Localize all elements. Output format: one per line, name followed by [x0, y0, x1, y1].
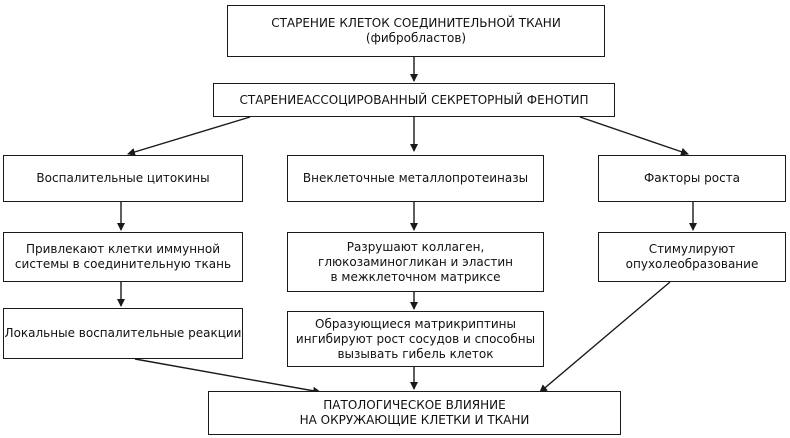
- left-low-box: Локальные воспалительные реакции: [3, 308, 243, 359]
- arrow-sasp-to-right: [579, 116, 689, 156]
- center-mid-box: Разрушают коллаген, глюкозаминогликан и …: [287, 232, 544, 292]
- left-header-box: Воспалительные цитокины: [3, 155, 243, 202]
- right-mid-box: Стимулируют опухолеобразование: [598, 232, 786, 282]
- center-header-box: Внеклеточные металлопротеиназы: [287, 155, 544, 202]
- arrow-right-mid-to-bottom: [539, 281, 671, 393]
- center-low-line1: Образующиеся матрикриптины: [315, 316, 516, 331]
- right-mid-line1: Стимулируют: [648, 242, 736, 256]
- left-header-label: Воспалительные цитокины: [36, 171, 210, 185]
- left-mid-line2: системы в соединительную ткань: [14, 257, 232, 271]
- center-low-box: Образующиеся матрикриптины ингибируют ро…: [287, 311, 544, 367]
- right-header-box: Факторы роста: [598, 155, 786, 202]
- right-header-label: Факторы роста: [643, 171, 741, 185]
- center-mid-line2: глюкозаминогликан и эластин: [318, 254, 513, 269]
- center-low-line3: вызывать гибель клеток: [337, 346, 494, 361]
- bottom-box: ПАТОЛОГИЧЕСКОЕ ВЛИЯНИЕ НА ОКРУЖАЮЩИЕ КЛЕ…: [208, 391, 621, 435]
- top-title: СТАРЕНИЕ КЛЕТОК СОЕДИНИТЕЛЬНОЙ ТКАНИ: [271, 16, 561, 30]
- right-mid-line2: опухолеобразование: [625, 257, 759, 271]
- arrow-sasp-to-left: [127, 116, 251, 156]
- left-low-label: Локальные воспалительные реакции: [4, 326, 242, 340]
- sasp-label: СТАРЕНИЕАССОЦИРОВАННЫЙ СЕКРЕТОРНЫЙ ФЕНОТ…: [239, 92, 589, 107]
- bottom-line1: ПАТОЛОГИЧЕСКОЕ ВЛИЯНИЕ: [323, 398, 506, 412]
- left-mid-box: Привлекают клетки иммунной системы в сое…: [3, 232, 243, 282]
- center-header-label: Внеклеточные металлопротеиназы: [302, 171, 529, 185]
- center-mid-line1: Разрушают коллаген,: [346, 239, 485, 254]
- left-mid-line1: Привлекают клетки иммунной: [25, 242, 221, 256]
- sasp-box: СТАРЕНИЕАССОЦИРОВАННЫЙ СЕКРЕТОРНЫЙ ФЕНОТ…: [213, 83, 615, 117]
- bottom-line2: НА ОКРУЖАЮЩИЕ КЛЕТКИ И ТКАНИ: [299, 413, 530, 427]
- top-box: СТАРЕНИЕ КЛЕТОК СОЕДИНИТЕЛЬНОЙ ТКАНИ (фи…: [227, 5, 605, 57]
- top-subtitle: (фибробластов): [365, 31, 467, 45]
- center-mid-line3: в межклеточном матриксе: [330, 269, 501, 284]
- center-low-line2: ингибируют рост сосудов и способны: [295, 331, 536, 346]
- arrow-left-low-to-bottom: [134, 358, 321, 395]
